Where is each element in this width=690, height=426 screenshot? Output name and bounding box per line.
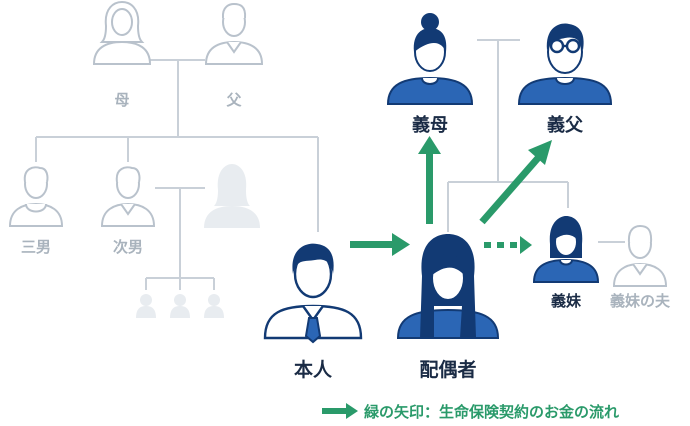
sister-in-law-icon <box>532 216 600 283</box>
arrow-self-to-spouse <box>350 233 410 256</box>
label-second-son: 次男 <box>113 238 143 256</box>
legend: 緑の矢印：生命保険契約のお金の流れ <box>322 403 619 421</box>
label-mother-in-law: 義母 <box>412 114 448 136</box>
arrow-spouse-to-mother-in-law <box>418 136 441 224</box>
child-silhouette-icon <box>136 294 224 318</box>
label-self: 本人 <box>294 358 333 381</box>
arrow-spouse-to-father-in-law <box>479 140 552 225</box>
third-son-icon <box>8 166 64 227</box>
money-flow-arrows <box>350 136 552 256</box>
spouse-icon <box>396 234 500 339</box>
second-son-icon <box>100 166 156 227</box>
label-spouse: 配偶者 <box>419 358 476 381</box>
father-in-law-icon <box>517 23 613 105</box>
arrow-spouse-to-sister-in-law-dotted <box>484 236 532 254</box>
legend-arrow-icon <box>322 403 358 419</box>
father-icon <box>204 2 264 65</box>
mother-icon <box>92 0 152 65</box>
second-son-spouse-silhouette-icon <box>204 164 260 228</box>
sister-in-law-husband-icon <box>612 224 668 287</box>
label-mother: 母 <box>114 91 129 109</box>
label-sister-in-law-husband: 義妹の夫 <box>610 292 671 310</box>
label-sister-in-law: 義妹 <box>551 292 582 310</box>
self-icon <box>263 243 363 344</box>
label-third-son: 三男 <box>21 238 51 256</box>
label-father: 父 <box>225 91 242 109</box>
glasses-icon <box>549 38 581 54</box>
connector-lines <box>35 39 625 290</box>
legend-text: 緑の矢印：生命保険契約のお金の流れ <box>364 403 619 421</box>
mother-in-law-icon <box>386 13 474 105</box>
label-father-in-law: 義父 <box>547 114 584 136</box>
person-labels: 母 父 三男 次男 義妹の夫 本人 配偶者 義母 義父 義妹 <box>21 91 671 381</box>
